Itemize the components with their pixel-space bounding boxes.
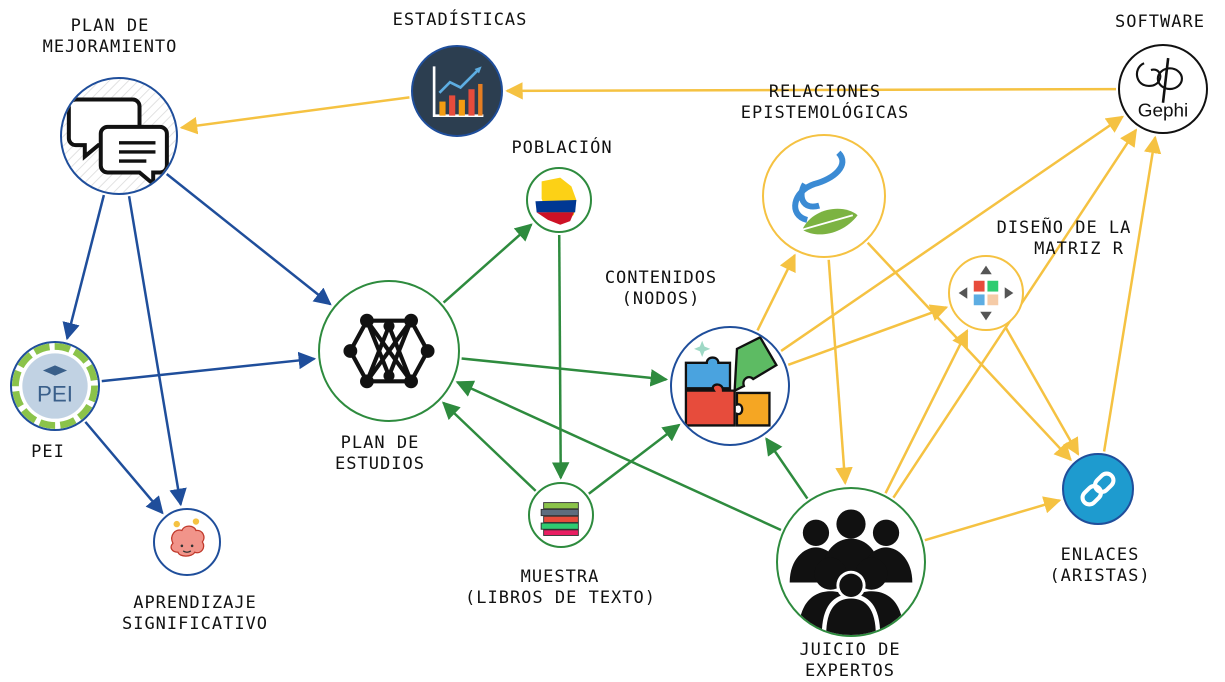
gephi-logo-icon: Gephi [1135, 57, 1188, 122]
edge-relaciones-to-juicio [827, 259, 853, 485]
bar-chart-icon [432, 66, 484, 117]
leaf-logo-icon [792, 150, 858, 235]
edge-pei-to-plan-estudios [101, 351, 317, 383]
node-enlaces [1062, 453, 1134, 525]
edge-diseno-matriz-to-enlaces [1004, 327, 1080, 456]
edge-muestra-to-plan-estudios [442, 401, 537, 492]
brain-icon [170, 518, 205, 557]
label-aprendizaje: APRENDIZAJE SIGNIFICATIVO [121, 593, 269, 634]
label-plan-mejoramiento: PLAN DE MEJORAMIENTO [42, 16, 178, 57]
label-estadisticas: ESTADÍSTICAS [392, 10, 528, 30]
edge-muestra-to-contenidos [588, 423, 681, 495]
node-software: Gephi [1118, 44, 1208, 134]
chat-bubbles-icon [62, 79, 176, 193]
edge-plan-estudios-to-poblacion [442, 223, 533, 304]
edge-juicio-to-contenidos [765, 437, 809, 500]
label-relaciones: RELACIONES EPISTEMOLÓGICAS [740, 82, 910, 123]
experts-silhouette-icon [789, 509, 913, 635]
node-poblacion [526, 167, 592, 233]
edge-juicio-to-plan-estudios [455, 380, 782, 532]
edge-software-to-estadisticas [505, 82, 1117, 100]
edge-relaciones-to-enlaces [866, 241, 1072, 462]
edge-contenidos-to-relaciones [756, 253, 796, 331]
svg-text:Gephi: Gephi [1138, 101, 1188, 122]
colombia-map-icon [535, 177, 577, 225]
label-enlaces: ENLACES (ARISTAS) [1049, 545, 1151, 586]
node-contenidos [670, 326, 790, 446]
edge-estadisticas-to-plan-mejoramiento [179, 96, 410, 135]
label-software: SOFTWARE [1115, 12, 1205, 32]
label-plan-estudios: PLAN DE ESTUDIOS [335, 433, 425, 474]
edge-juicio-to-diseno-matriz [884, 328, 969, 494]
edge-contenidos-to-diseno-matriz [787, 304, 949, 367]
node-estadisticas [411, 45, 503, 137]
node-pei: PEI [10, 341, 100, 431]
label-pei: PEI [31, 442, 65, 462]
books-icon [540, 502, 579, 536]
edge-enlaces-to-software [1102, 135, 1162, 452]
node-aprendizaje [153, 508, 221, 576]
edge-plan-estudios-to-contenidos [461, 357, 669, 387]
edge-plan-mejoramiento-to-plan-estudios [165, 173, 332, 306]
svg-text:PEI: PEI [37, 381, 73, 406]
label-muestra: MUESTRA (LIBROS DE TEXTO) [465, 567, 656, 608]
edge-poblacion-to-muestra [551, 234, 570, 480]
node-plan-mejoramiento [60, 77, 178, 195]
node-plan-estudios [318, 280, 460, 422]
edge-juicio-to-enlaces [924, 496, 1062, 542]
matrix-arrows-icon [958, 265, 1014, 321]
node-juicio [776, 487, 926, 637]
network-icon [343, 313, 435, 389]
label-poblacion: POBLACIÓN [511, 138, 613, 158]
label-contenidos: CONTENIDOS (NODOS) [604, 268, 718, 309]
edge-contenidos-to-software [780, 115, 1125, 352]
node-muestra [528, 482, 594, 548]
puzzle-icon [684, 335, 778, 427]
pei-icon: PEI [12, 343, 98, 429]
node-diseno-matriz [948, 255, 1024, 331]
label-diseno-matriz: DISEÑO DE LA MATRIZ R [996, 218, 1132, 259]
edge-plan-mejoramiento-to-aprendizaje [127, 195, 187, 507]
edge-plan-mejoramiento-to-pei [62, 194, 106, 341]
label-juicio: JUICIO DE EXPERTOS [799, 640, 901, 681]
node-relaciones [762, 134, 886, 258]
edge-pei-to-aprendizaje [84, 421, 164, 515]
link-icon [1080, 471, 1116, 507]
